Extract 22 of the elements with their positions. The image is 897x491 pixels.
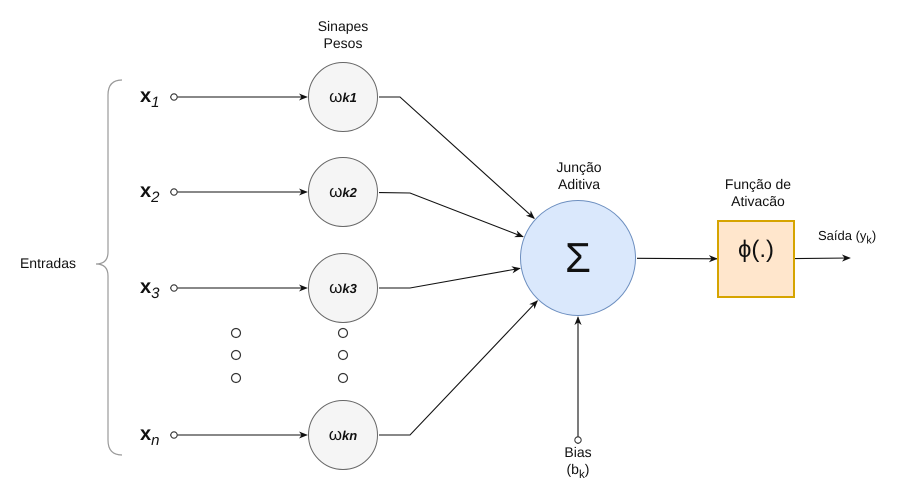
arrow [170, 431, 308, 439]
function-symbol: ϕ(.) [738, 236, 774, 264]
arrow [378, 192, 524, 238]
arrow [574, 316, 582, 444]
heading-label: Junção Aditiva [555, 159, 603, 193]
arrow [637, 255, 718, 262]
input-variable: x$_{n}$ [140, 423, 170, 447]
arrow [170, 284, 308, 292]
arrow [170, 93, 308, 101]
arrow [795, 254, 851, 262]
group-label: Entradas [18, 255, 78, 272]
input-variable: x$_{3}$ [140, 276, 170, 300]
arrow [379, 300, 538, 436]
input-variable: x$_{2}$ [140, 180, 170, 204]
column-heading: Sinapes Pesos [316, 18, 370, 52]
arrow [379, 266, 521, 289]
arrow [170, 188, 308, 196]
input-variable: x$_{1}$ [140, 85, 170, 109]
heading-label: Função de Ativacão [724, 176, 792, 210]
sum-symbol: Σ [565, 234, 591, 282]
arrow [379, 96, 535, 220]
bias-label: Bias (b$_{k}$) [553, 444, 603, 480]
